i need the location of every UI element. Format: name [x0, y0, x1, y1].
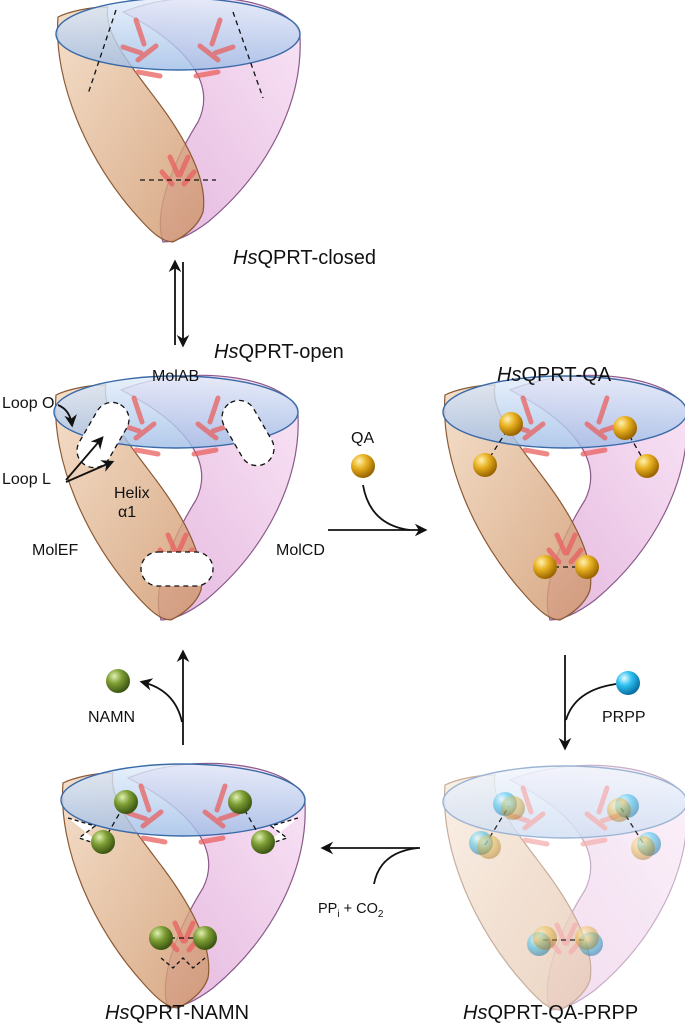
- label-open: HsQPRT-open: [214, 341, 344, 363]
- label-loop-l: Loop L: [2, 471, 51, 488]
- label-molcd: MolCD: [276, 542, 325, 559]
- label-molef: MolEF: [32, 542, 78, 559]
- prpp-molecule-icon: [616, 671, 640, 695]
- label-namn: NAMN: [88, 709, 135, 726]
- label-ppi-co2: PPi + CO2: [318, 901, 384, 920]
- label-namn-state: HsQPRT-NAMN: [105, 1002, 249, 1024]
- label-qa-state: HsQPRT-QA: [497, 364, 612, 386]
- protein-open: [54, 375, 298, 620]
- ppi-release-arrow: [320, 841, 420, 885]
- equilibrium-arrows: [168, 259, 190, 348]
- label-alpha1: α1: [118, 504, 136, 521]
- prpp-binding-arrow: [558, 655, 617, 751]
- qa-molecule-icon: [351, 454, 375, 478]
- label-loop-o: Loop O: [2, 395, 54, 412]
- label-qa-prpp-state: HsQPRT-QA-PRPP: [463, 1002, 638, 1024]
- protein-namn: [61, 763, 305, 1008]
- protein-qa-prpp: [443, 765, 685, 1010]
- namn-release-arrow: [139, 649, 190, 745]
- qa-binding-arrow: [328, 484, 428, 537]
- namn-molecule-icon: [106, 669, 130, 693]
- label-helix: Helix: [114, 485, 150, 502]
- protein-closed: [56, 0, 300, 242]
- loop-pointers: [57, 404, 115, 483]
- protein-qa: [443, 375, 685, 620]
- label-closed: HsQPRT-closed: [233, 247, 376, 269]
- label-prpp: PRPP: [602, 709, 646, 726]
- label-qa: QA: [351, 430, 374, 447]
- label-molab: MolAB: [152, 368, 199, 385]
